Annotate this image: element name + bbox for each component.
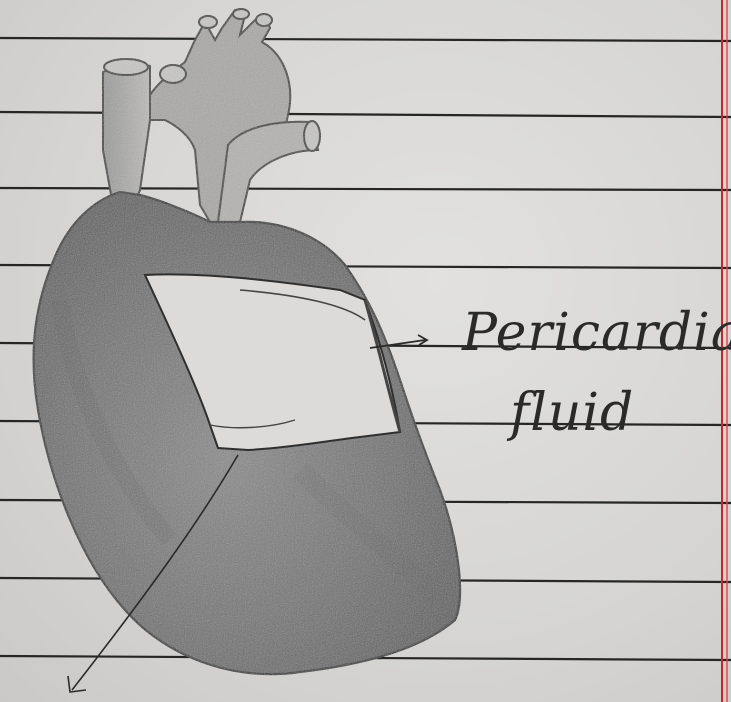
pericardial-fluid-label: Pericardial fluid xyxy=(461,303,731,443)
aortic-arch xyxy=(150,9,290,225)
pericardial-label-line2: fluid xyxy=(506,383,634,443)
pericardial-label-line1: Pericardial xyxy=(461,303,731,363)
